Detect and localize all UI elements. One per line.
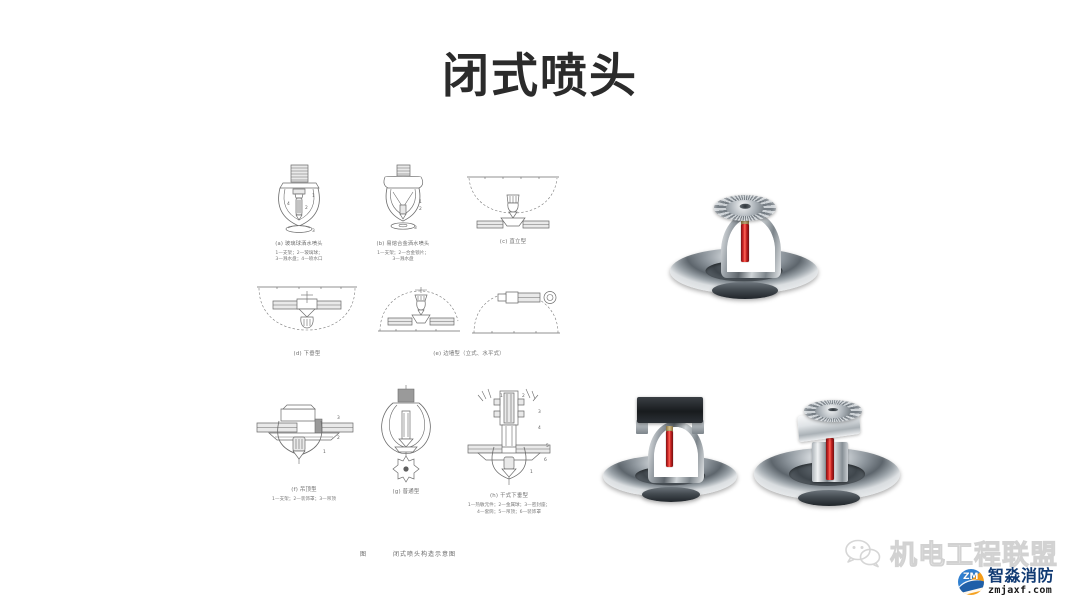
figure-legend-a-1: 1—支架；2—玻璃球；	[275, 250, 323, 256]
figure-item-f: 3 2 1 (f) 吊顶型 1—支架；2—装饰罩；3—吊顶	[243, 391, 365, 504]
escutcheon-skirt	[642, 487, 700, 502]
photo-concealed-sprinkler	[752, 398, 912, 510]
figure-item-b: 1 2 3 (b) 易熔合金洒水喷头 1—支架；2—合金锁片； 3—溅水盘	[355, 163, 451, 264]
figure-legend-h-2: 4—套筒；5—吊顶；6—装饰罩	[477, 509, 541, 515]
bulb-seat	[741, 218, 749, 225]
figure-item-d: (d) 下垂型	[247, 281, 367, 359]
svg-text:1: 1	[312, 193, 315, 199]
svg-text:5: 5	[546, 443, 549, 449]
glass-bulb	[666, 431, 673, 467]
yoke-frame	[721, 212, 781, 278]
closed-sprinkler-construction-figure: 1 2 3 4 (a) 玻璃球洒水喷头 1—支架；2—玻璃球； 3—溅水盘；4—…	[243, 163, 573, 558]
bulb-seat	[666, 426, 673, 432]
diagram-pendent-type	[253, 281, 361, 343]
glass-bulb	[741, 224, 749, 262]
svg-text:1: 1	[419, 199, 422, 205]
diagram-dry-pendent-type: 2 1 3 4 5 6 1	[460, 385, 558, 489]
svg-text:4: 4	[538, 425, 541, 431]
svg-text:1: 1	[530, 469, 533, 475]
figure-label: 图	[359, 551, 367, 558]
svg-text:3: 3	[312, 228, 315, 234]
svg-text:2: 2	[337, 435, 340, 441]
photo-sidewall-sprinkler	[598, 395, 748, 507]
svg-text:3: 3	[414, 225, 417, 231]
figure-caption-c: (c) 直立型	[499, 239, 527, 245]
svg-text:3: 3	[337, 415, 340, 421]
figure-legend-f-1: 1—支架；2—装饰罩；3—吊顶	[272, 496, 336, 502]
diagram-ordinary-type	[375, 385, 437, 485]
diagram-upright-type	[463, 169, 563, 233]
figure-item-h: 2 1 3 4 5 6 1 (h) 干式下垂型 1—热敏元件；2—金属球；3—密…	[443, 385, 575, 517]
diagram-glass-bulb-sprinkler: 1 2 3 4	[267, 163, 331, 234]
figure-caption-g: (g) 普通型	[392, 489, 420, 495]
figure-legend-a-2: 3—溅水盘；4—喷水口	[275, 257, 323, 263]
figure-caption-f: (f) 吊顶型	[291, 487, 317, 493]
diagram-sidewall-type	[374, 281, 564, 343]
figure-bottom-caption: 图 闭式喷头构造示意图	[243, 549, 573, 558]
svg-text:1: 1	[500, 393, 503, 399]
svg-text:3: 3	[538, 409, 541, 415]
yoke-frame	[648, 421, 704, 483]
wechat-watermark-text: 机电工程联盟	[890, 540, 1058, 572]
figure-item-a: 1 2 3 4 (a) 玻璃球洒水喷头 1—支架；2—玻璃球； 3—溅水盘；4—…	[251, 163, 347, 264]
figure-legend-b-2: 3—溅水盘	[392, 257, 414, 263]
figure-item-g: (g) 普通型	[361, 385, 451, 497]
svg-text:2: 2	[522, 393, 525, 399]
photo-pendent-sprinkler	[660, 190, 830, 310]
brand-badge-text: ZM	[963, 572, 979, 582]
figure-caption-a: (a) 玻璃球洒水喷头	[275, 241, 323, 247]
figure-item-c: (c) 直立型	[459, 169, 567, 247]
deflector-disc	[714, 195, 776, 221]
svg-text:2: 2	[419, 206, 422, 212]
figure-legend-b-1: 1—支架；2—合金锁片；	[377, 250, 429, 256]
page-title: 闭式喷头	[442, 49, 638, 104]
svg-text:6: 6	[544, 457, 547, 463]
escutcheon-skirt	[798, 490, 860, 506]
figure-legend-h-1: 1—热敏元件；2—金属球；3—密封座；	[467, 502, 551, 508]
brand-name-en: zmjaxf.com	[988, 585, 1053, 596]
svg-text:1: 1	[323, 449, 326, 455]
wechat-watermark: 机电工程联盟	[845, 533, 1058, 572]
figure-item-e: (e) 边墙型（立式、水平式）	[369, 281, 569, 359]
brand-name-cn: 智淼消防	[988, 566, 1055, 585]
deflector-arm-right	[692, 420, 704, 434]
svg-text:4: 4	[287, 201, 290, 207]
figure-caption-d: (d) 下垂型	[293, 351, 321, 357]
figure-caption-b: (b) 易熔合金洒水喷头	[376, 241, 430, 247]
diagram-ceiling-type: 3 2 1	[251, 391, 357, 483]
wechat-icon	[845, 538, 881, 568]
glass-bulb	[826, 438, 834, 480]
figure-caption-text: 闭式喷头构造示意图	[393, 551, 457, 558]
flat-deflector-plate	[637, 397, 703, 423]
deflector-arm-left	[636, 420, 648, 434]
escutcheon-skirt	[712, 282, 778, 299]
figure-caption-h: (h) 干式下垂型	[489, 493, 529, 499]
brand-logo-icon: ZM	[958, 569, 984, 595]
diagram-fusible-alloy-sprinkler: 1 2 3	[371, 163, 435, 231]
svg-text:2: 2	[305, 205, 308, 211]
brand-watermark: ZM 智淼消防 zmjaxf.com	[958, 568, 1054, 596]
deflector-crown	[804, 400, 862, 422]
figure-caption-e: (e) 边墙型（立式、水平式）	[433, 351, 505, 357]
